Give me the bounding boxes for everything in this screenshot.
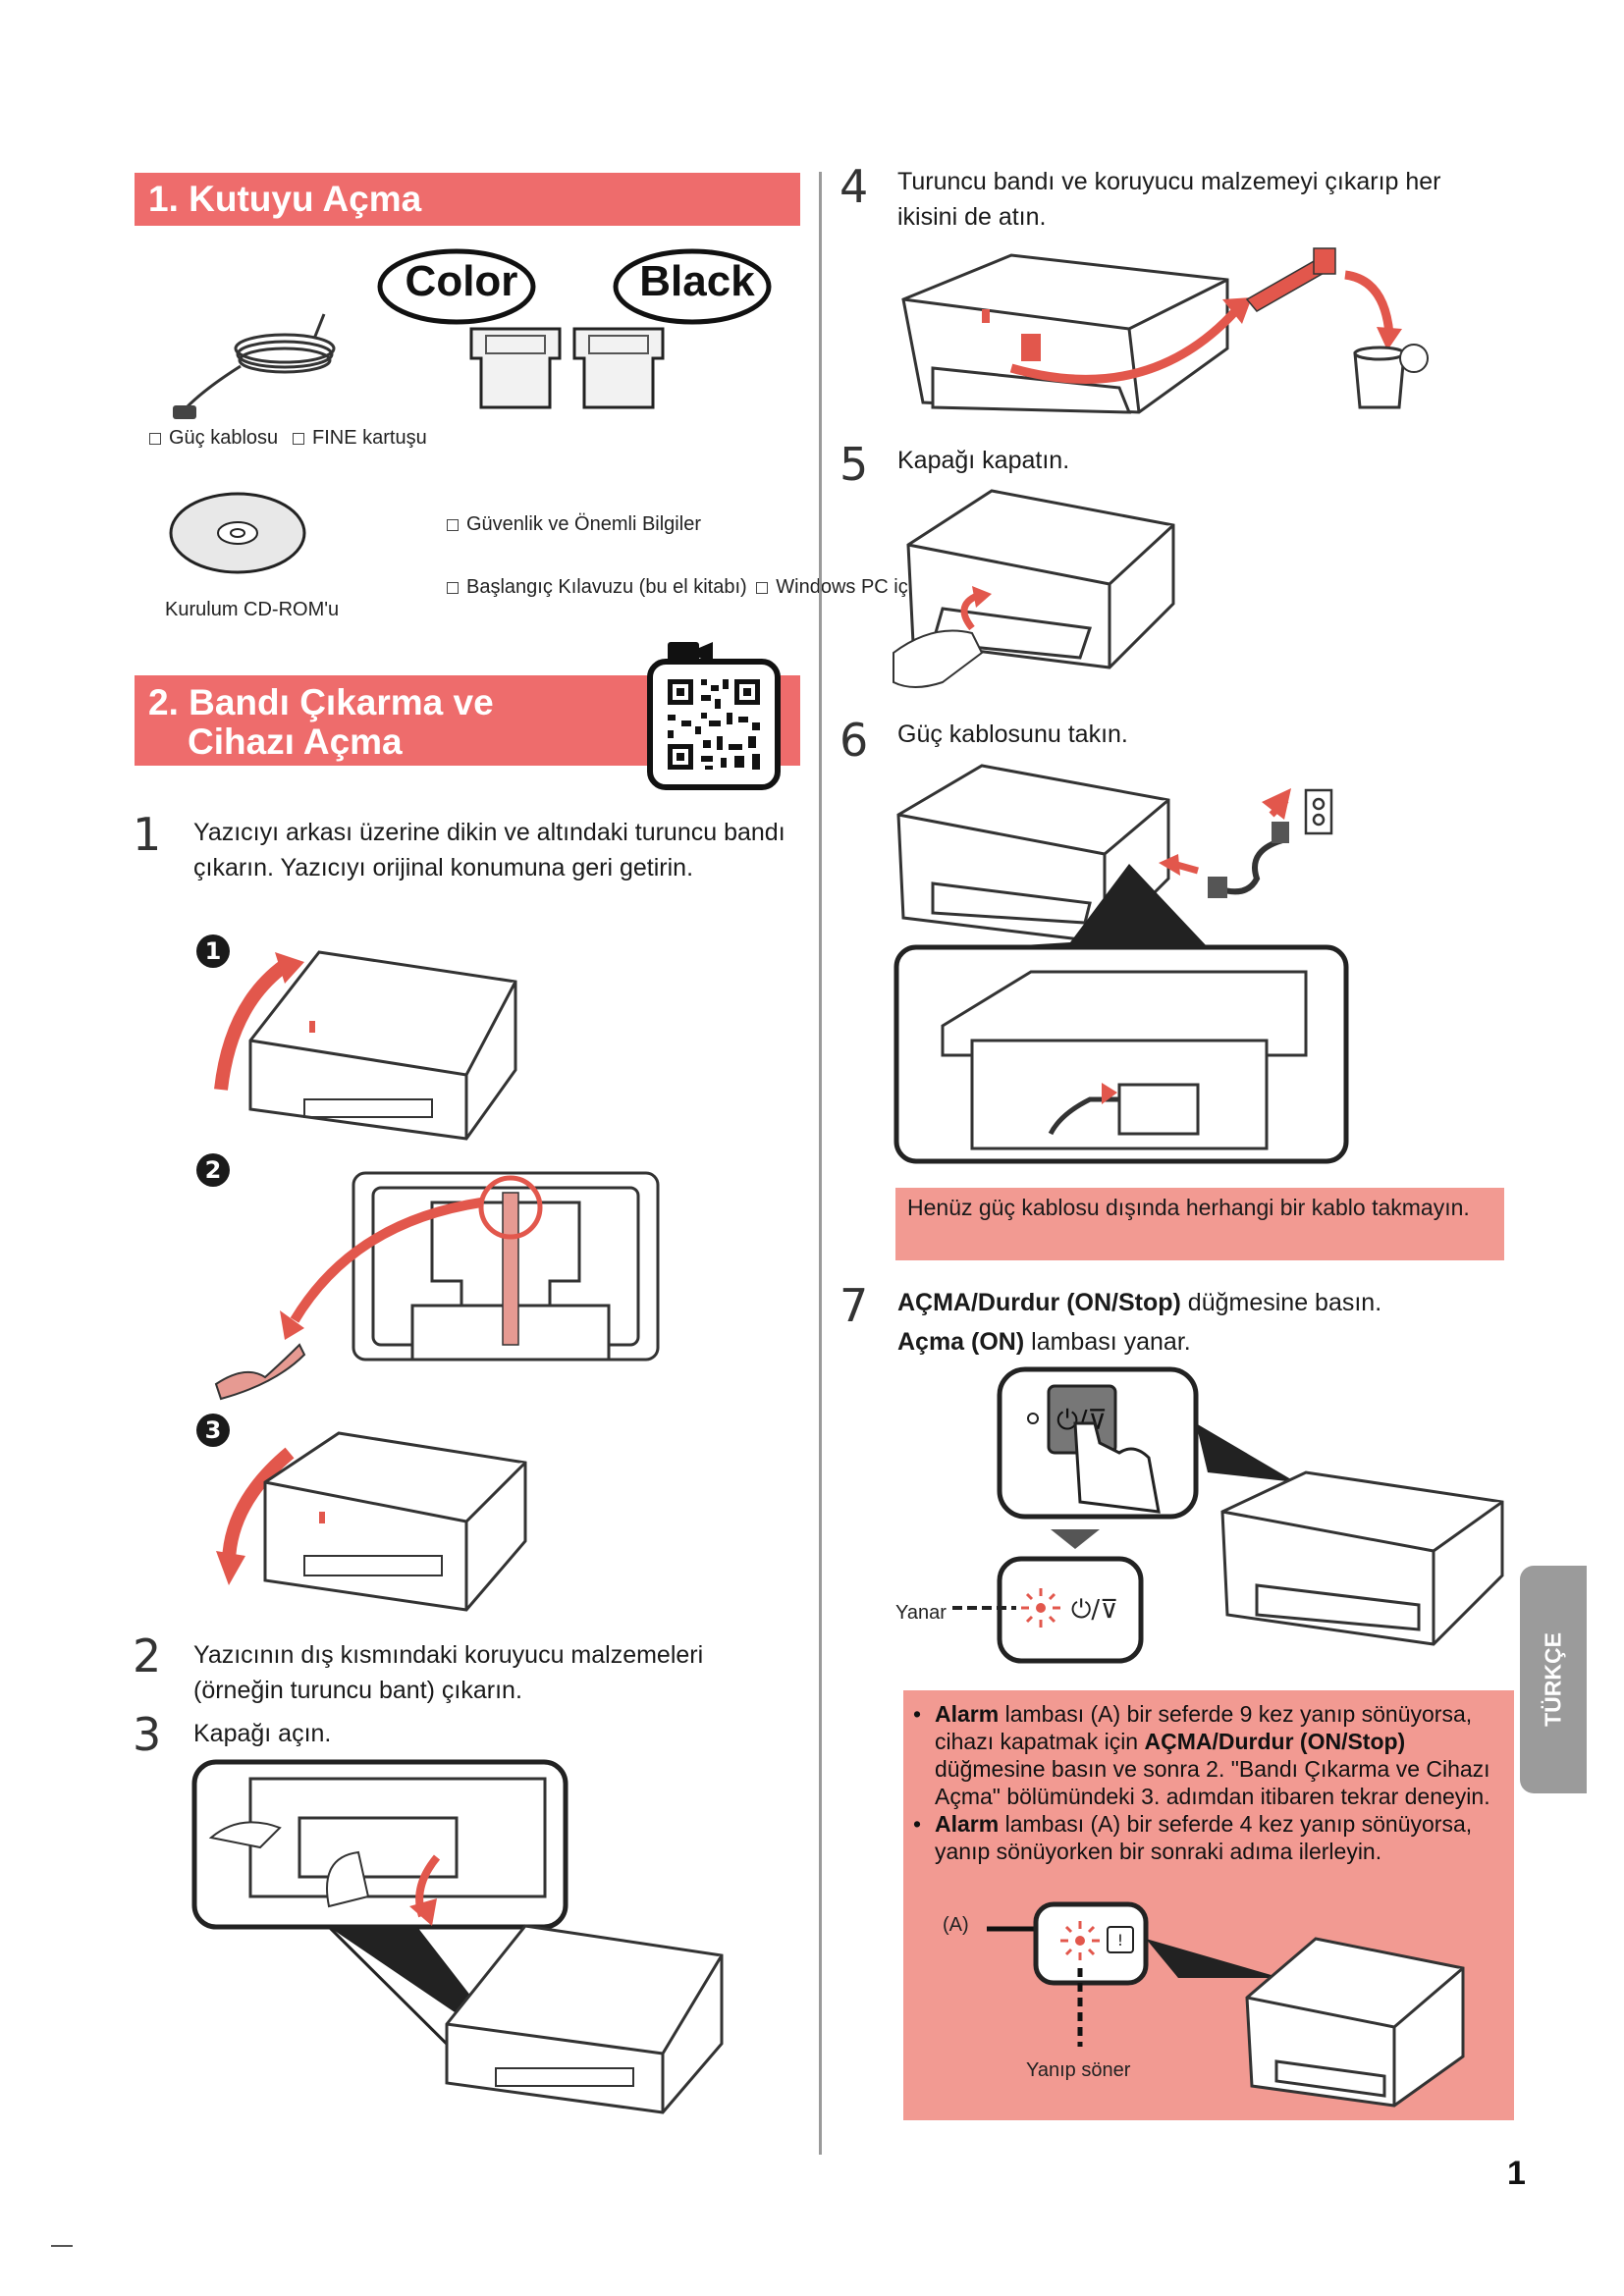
box-item-getting-started: Başlangıç Kılavuzu (bu el kitabı) Window… — [447, 576, 923, 599]
step-2-number: 2 — [133, 1629, 162, 1682]
substep-1-badge: 1 — [196, 934, 230, 968]
step-3-number: 3 — [133, 1708, 162, 1761]
step-6-text: Güç kablosunu takın. — [897, 721, 1128, 748]
step-4-number: 4 — [839, 160, 869, 213]
alarm-a-label: (A) — [943, 1914, 969, 1936]
printer-tilt-up-illustration — [214, 950, 517, 1141]
substep-2-badge: 2 — [196, 1153, 230, 1187]
alarm-light-illustration: ! — [987, 1901, 1465, 2108]
checkbox-icon — [447, 518, 459, 531]
qr-code-video-icon[interactable] — [646, 638, 784, 790]
step-1-number: 1 — [133, 808, 162, 861]
language-tab-label: TÜRKÇE — [1540, 1632, 1566, 1727]
section-1-header: 1. Kutuyu Açma — [135, 173, 800, 226]
color-cartridge-label: Color — [405, 257, 518, 305]
fine-cartridges-illustration — [377, 248, 772, 409]
checkbox-icon — [149, 432, 161, 445]
cd-rom-illustration — [169, 492, 306, 574]
printer-bottom-tape-illustration — [214, 1171, 660, 1401]
column-divider — [819, 172, 822, 2155]
svg-text:!: ! — [1117, 1931, 1123, 1949]
language-tab: TÜRKÇE — [1520, 1566, 1587, 1793]
step-5-number: 5 — [839, 438, 869, 491]
box-item-cdrom: Kurulum CD-ROM'u — [165, 599, 340, 620]
step-3-text: Kapağı açın. — [193, 1720, 332, 1747]
black-cartridge-label: Black — [639, 257, 755, 305]
close-cover-illustration — [893, 489, 1175, 688]
footer-mark — [51, 2245, 73, 2247]
step-2-text: Yazıcının dış kısmındaki koruyucu malzem… — [193, 1641, 704, 1704]
step-7-text: AÇMA/Durdur (ON/Stop) düğmesine basın. A… — [897, 1289, 1382, 1356]
alarm-note-bullet-1: • Alarm lambası (A) bir seferde 9 kez ya… — [913, 1701, 1490, 1809]
section-2-title-line2: Cihazı Açma — [188, 721, 403, 762]
checkbox-icon — [756, 581, 769, 594]
step-1-text: Yazıcıyı arkası üzerine dikin ve altında… — [193, 819, 785, 881]
remove-tape-illustration — [901, 247, 1429, 414]
page-number: 1 — [1507, 2155, 1526, 2192]
box-item-power-cord: Güç kablosu — [149, 427, 278, 450]
step-5-text: Kapağı kapatın. — [897, 447, 1070, 474]
svg-text:⏻/⊽: ⏻/⊽ — [1071, 1595, 1118, 1625]
checkbox-icon — [293, 432, 304, 445]
checkbox-icon — [447, 581, 459, 594]
printer-lower-illustration — [216, 1431, 527, 1612]
box-item-safety: Güvenlik ve Önemli Bilgiler — [447, 513, 701, 536]
plug-in-power-cord-illustration — [893, 764, 1349, 1164]
warning-text: Henüz güç kablosu dışında herhangi bir k… — [907, 1195, 1470, 1220]
step-6-number: 6 — [839, 714, 869, 767]
on-button-press-illustration: ⏻/⊽ ⏻/⊽ — [952, 1366, 1504, 1664]
substep-3-badge: 3 — [196, 1414, 230, 1447]
step-4-text: Turuncu bandı ve koruyucu malzemeyi çıka… — [897, 168, 1441, 231]
alarm-note-bullet-2: • Alarm lambası (A) bir seferde 4 kez ya… — [913, 1811, 1473, 1864]
section-1-title: 1. Kutuyu Açma — [148, 179, 422, 219]
power-cord-illustration — [173, 313, 336, 419]
open-cover-illustration — [191, 1759, 724, 2114]
section-2-title-line1: 2. Bandı Çıkarma ve — [148, 682, 494, 722]
step-7-number: 7 — [839, 1279, 869, 1332]
box-item-fine-cartridge: FINE kartuşu — [293, 427, 427, 450]
blink-label: Yanıp söner — [1026, 2059, 1131, 2081]
lit-label: Yanar — [895, 1602, 947, 1624]
warning-callout: Henüz güç kablosu dışında herhangi bir k… — [895, 1188, 1504, 1260]
